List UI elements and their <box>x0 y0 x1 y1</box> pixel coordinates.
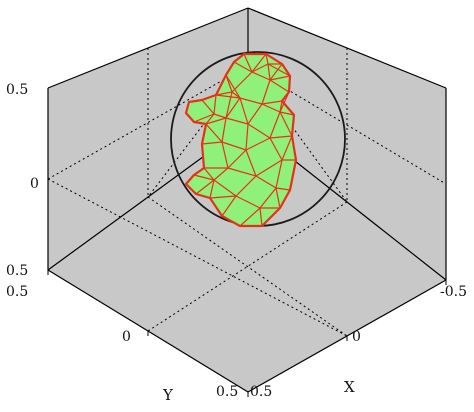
grid-line <box>47 65 249 180</box>
mesh-edge <box>239 207 261 227</box>
z-tick-bottom: 0.5 <box>6 263 28 279</box>
mesh-edge <box>235 175 257 197</box>
mesh-edge <box>251 63 269 73</box>
mesh-edge <box>279 111 295 116</box>
mesh-edge <box>221 117 227 143</box>
mesh-edge <box>239 97 263 105</box>
mesh-edge <box>193 113 215 123</box>
z-tick-middle: 0 <box>30 176 39 192</box>
mesh-edge <box>227 149 247 169</box>
mesh-edge <box>279 91 290 113</box>
mesh-edge <box>269 75 291 81</box>
mesh-edge <box>221 141 229 169</box>
grid-line <box>247 65 447 185</box>
mesh-edge <box>195 179 215 195</box>
mesh-edge <box>247 103 263 125</box>
mesh-edge <box>281 135 293 161</box>
grid-line <box>47 178 348 337</box>
mesh-edge <box>213 113 227 119</box>
mesh-edge <box>275 187 281 209</box>
mesh-edge <box>215 91 233 96</box>
mesh-edge <box>233 61 253 73</box>
grid-line <box>147 196 348 337</box>
mesh-edge <box>251 53 267 73</box>
mesh-edge <box>267 63 291 77</box>
mesh-edge <box>227 167 257 177</box>
mesh-edge <box>261 100 283 105</box>
mesh-edge <box>247 123 271 139</box>
mesh-edge <box>231 91 241 99</box>
mesh-edge <box>225 74 241 99</box>
mesh-edge <box>265 53 269 65</box>
box-edge <box>247 7 447 89</box>
mesh-edge <box>279 111 293 137</box>
mesh-edge <box>215 94 241 99</box>
grid-lines <box>47 48 447 337</box>
mesh-edge <box>193 174 215 181</box>
mesh-edge <box>213 167 229 181</box>
y-tick-start: 0.5 <box>6 284 28 300</box>
mesh-edge <box>225 97 241 119</box>
floor-plane <box>48 124 446 392</box>
mesh-edge <box>255 175 277 189</box>
mesh-edge <box>261 79 271 105</box>
x-tick-start: 0.5 <box>250 384 272 400</box>
x-axis-label: X <box>344 378 355 396</box>
x-tick-middle: 0 <box>352 329 361 345</box>
y-axis-label: Y <box>162 386 174 404</box>
mesh-edge <box>275 159 283 189</box>
mesh-edge <box>245 137 271 151</box>
mesh-edge <box>269 137 283 161</box>
mesh-edge <box>231 71 253 93</box>
mesh-edge <box>259 207 263 227</box>
mesh-edge <box>201 99 215 115</box>
mesh-edge <box>209 179 215 199</box>
grid-line <box>247 65 348 203</box>
mesh-edge <box>213 94 217 115</box>
mesh-edge <box>205 123 223 143</box>
mesh-edge <box>275 187 291 191</box>
y-tick-middle: 0 <box>122 329 131 345</box>
mesh-edge <box>259 187 277 209</box>
mesh-edge <box>269 111 281 139</box>
mesh-edge <box>267 63 271 81</box>
mesh-edge <box>261 103 281 113</box>
mesh-edge <box>205 113 215 125</box>
mesh-edge <box>239 97 249 125</box>
mesh-edge <box>269 135 293 139</box>
y-tick-end: 0.5 <box>216 384 238 400</box>
z-tick-top: 0.5 <box>6 82 28 98</box>
mesh-edge <box>225 74 233 93</box>
mesh-edge <box>243 53 253 73</box>
mesh-edge <box>209 195 237 199</box>
mesh-surface <box>184 52 298 228</box>
box-edge <box>47 7 249 89</box>
mesh-edge <box>269 79 290 93</box>
mesh-edge <box>255 159 283 177</box>
mesh-edge <box>269 63 283 81</box>
mesh-edge <box>213 179 237 197</box>
mesh-edge <box>221 141 247 151</box>
mesh-edge <box>225 91 233 119</box>
mesh-edge <box>245 149 257 177</box>
mesh-edge <box>251 71 271 81</box>
mesh-edge <box>225 117 249 125</box>
mesh-edge <box>221 195 237 217</box>
mesh-edge <box>235 195 261 209</box>
mesh-edge <box>205 117 227 125</box>
mesh-edge <box>203 167 215 181</box>
x-tick-end: -0.5 <box>440 284 467 300</box>
mesh-edge <box>201 141 223 145</box>
mesh-edge <box>245 123 249 151</box>
